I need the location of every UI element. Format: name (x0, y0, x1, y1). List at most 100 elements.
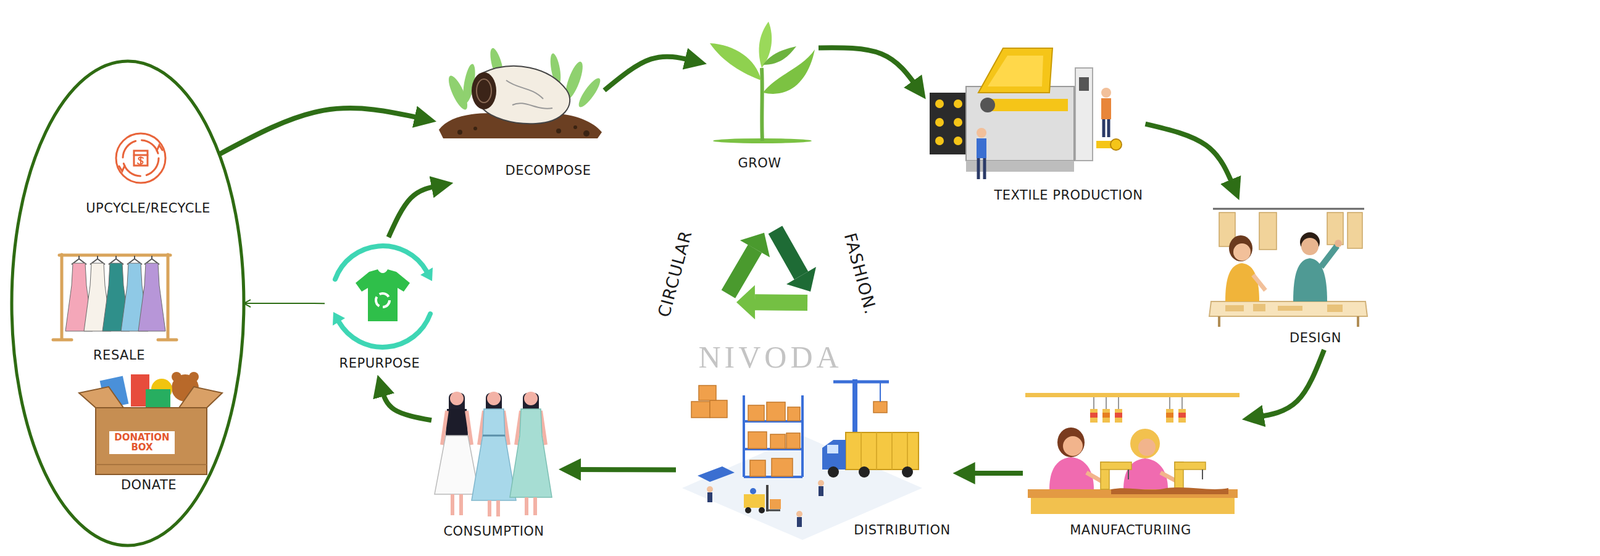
flow-arrow (1145, 124, 1235, 188)
textile-machine-part (978, 48, 1053, 93)
warehouse-illustration-part-part (758, 506, 765, 513)
upcycle-icon (116, 133, 166, 183)
warehouse-illustration-part (796, 510, 803, 517)
stage-node: GROW (706, 16, 819, 175)
warehouse-illustration-part-part (709, 400, 728, 418)
recycle-symbol-part-part (786, 266, 817, 292)
sewing-illustration-part (1111, 487, 1229, 494)
sewing-illustration-part-part (1178, 412, 1186, 418)
textile-machine-part (1103, 119, 1109, 138)
label-slot: CIRCULAR (654, 228, 697, 320)
stage-node: CONSUMPTION (431, 379, 559, 543)
warehouse-illustration-part-part (748, 404, 765, 421)
flow-arrow (604, 56, 694, 91)
recycle-symbol-part (708, 227, 783, 294)
warehouse-illustration-part (743, 395, 803, 477)
warehouse-illustration-part (822, 439, 846, 470)
consumers-illustration (434, 391, 552, 517)
clothes-rack-part (53, 254, 177, 340)
warehouse-illustration-part-part (742, 395, 746, 477)
donation-box (79, 371, 223, 475)
textile-machine-part-part (953, 117, 963, 127)
figure-slot (438, 44, 602, 139)
decompose-illustration-part-part (556, 128, 562, 134)
sewing-illustration-part (1100, 461, 1206, 489)
stage-label: CONSUMPTION (443, 523, 544, 539)
textile-machine-part (1079, 77, 1089, 91)
warehouse-illustration-part (743, 493, 765, 508)
sewing-illustration-part (1138, 438, 1156, 456)
figure-slot (433, 382, 557, 520)
sewing-illustration-part (1128, 469, 1203, 480)
design-illustration-part (1334, 239, 1342, 247)
consumers-illustration-part (434, 435, 480, 494)
sewing-illustration-part-part (1090, 408, 1098, 423)
stage-node: TEXTILE PRODUCTION (925, 40, 1146, 207)
design-illustration-part-part (1253, 303, 1266, 312)
recycle-symbol-part-part (754, 279, 808, 325)
warehouse-illustration-part-part (901, 466, 913, 478)
textile-machine-part (935, 99, 963, 146)
recycle-symbol-part-part (775, 229, 802, 276)
stage-label: UPCYCLE/RECYCLE (85, 200, 211, 217)
warehouse-illustration-part-part (748, 431, 767, 449)
sewing-illustration-part-part (1178, 408, 1186, 423)
warehouse-illustration-part-part (827, 466, 839, 478)
warehouse-illustration-part (745, 506, 765, 513)
slogan-word: CIRCULAR (654, 228, 697, 320)
clothes-rack-part-part (138, 262, 166, 331)
ellipse-outline (11, 61, 244, 546)
sewing-illustration-part-part (1100, 461, 1132, 470)
design-illustration-part-part (1327, 304, 1343, 312)
donation-box-part (171, 371, 182, 382)
clothes-rack-part-part (166, 254, 170, 339)
warehouse-illustration-part (706, 485, 713, 492)
design-illustration-part-part (1277, 305, 1303, 311)
sewing-illustration-part (1062, 435, 1083, 456)
decompose-illustration-part-part (457, 129, 463, 135)
warehouse-illustration-part-part (750, 459, 766, 476)
consumers-illustration-part (482, 434, 505, 437)
warehouse-illustration-part-part (858, 466, 870, 478)
upcycle-icon-part (133, 154, 148, 157)
warehouse-illustration-part-part (698, 385, 717, 400)
sewing-illustration-part-part (1174, 461, 1206, 470)
flow-arrow (381, 387, 432, 420)
consumers-illustration-part (487, 391, 501, 405)
sewing-illustration-part-part (1090, 412, 1098, 418)
textile-machine-part-part (953, 99, 963, 109)
warehouse-illustration-part (750, 487, 757, 494)
warehouse-illustration-part (769, 498, 781, 509)
clothes-rack-part-part (59, 253, 171, 257)
warehouse-illustration-part-part (766, 401, 786, 421)
decompose-illustration-part-part (583, 130, 590, 137)
warehouse-illustration-part (879, 381, 881, 402)
clothes-rack-part-part (60, 254, 64, 339)
repurpose-icon-part (332, 267, 433, 326)
recycle-symbol-part-part (740, 227, 777, 267)
stage-label: MANUFACTURIING (1069, 522, 1192, 538)
sewing-illustration-part (1093, 396, 1183, 409)
textile-machine-part (929, 92, 968, 155)
warehouse-illustration-part (766, 484, 769, 512)
sprout-illustration-part (709, 43, 762, 81)
figure-slot (928, 44, 1123, 184)
watermark: NIVODA (698, 338, 843, 376)
figure-slot (678, 377, 924, 521)
textile-machine (929, 48, 1122, 180)
warehouse-illustration-part (818, 485, 824, 496)
repurpose-icon-part-part (332, 311, 346, 326)
decompose-illustration-part (457, 125, 590, 137)
sewing-illustration-part-part (1166, 408, 1174, 423)
label-slot: NIVODA (698, 338, 843, 376)
textile-machine-part (1101, 98, 1112, 120)
warehouse-illustration-part (827, 444, 839, 454)
textile-machine-part (966, 160, 1075, 172)
upcycle-icon-part (116, 133, 166, 183)
donation-box-part (95, 407, 207, 475)
design-illustration-part-part (1347, 212, 1363, 249)
decompose-illustration-part (471, 72, 497, 110)
flow-arrow (388, 185, 440, 238)
stage-node: DISTRIBUTION (675, 374, 954, 542)
sprout-illustration-part (762, 46, 797, 65)
